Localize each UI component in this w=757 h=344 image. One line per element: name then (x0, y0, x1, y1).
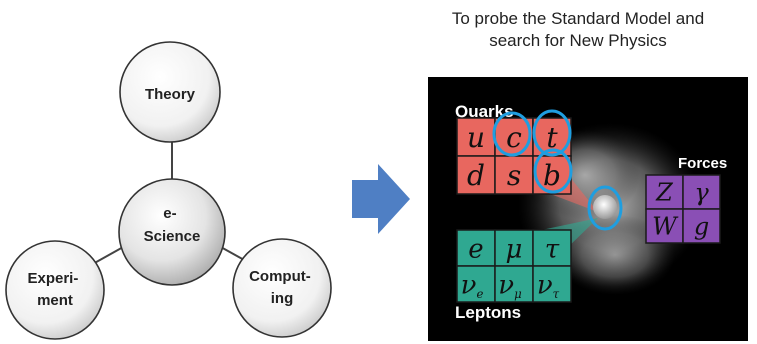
quark-d: d (456, 155, 496, 195)
force-4-symbol: g (694, 213, 709, 241)
caption-line-1: To probe the Standard Model and (451, 9, 705, 28)
lepton-1: e (456, 229, 496, 267)
highlight-ring-b (533, 148, 573, 194)
quark-d-symbol: d (467, 159, 485, 192)
force-4: g (682, 208, 721, 244)
lepton-1-symbol: e (468, 234, 483, 264)
leptons-label: Leptons (455, 303, 521, 322)
quark-s-symbol: s (507, 159, 521, 192)
node-experiment: Experi- ment (5, 240, 105, 340)
quark-b-symbol: b (543, 159, 561, 192)
quarks-label: Quarks (455, 102, 514, 121)
highlight-ring-c (492, 111, 532, 157)
force-2: γ (682, 174, 721, 210)
caption-line-2: search for New Physics (489, 31, 667, 50)
force-1: Z (645, 174, 684, 210)
node-theory-label: Theory (145, 86, 196, 103)
lepton-2: μ (494, 229, 534, 267)
neutrino-1: νe (456, 265, 496, 303)
collision-core (593, 195, 617, 219)
core-highlight-ring (587, 185, 623, 231)
quark-u-symbol: u (467, 121, 485, 154)
neutrino-3: ντ (532, 265, 572, 303)
force-3: W (645, 208, 684, 244)
escience-diagram: Theory e- Science Experi- ment Comput- i… (5, 41, 332, 340)
force-1-symbol: Z (655, 179, 674, 207)
quark-s: s (494, 155, 534, 195)
force-2-symbol: γ (694, 179, 709, 207)
lepton-3-symbol: τ (545, 234, 560, 264)
node-escience-label: e- Science (144, 205, 201, 245)
node-computing: Comput- ing (232, 238, 332, 338)
highlight-ring-t (532, 109, 572, 157)
arrow-icon (352, 164, 410, 234)
neutrino-2: νμ (494, 265, 534, 303)
quark-c-symbol: c (506, 121, 522, 154)
node-theory: Theory (119, 41, 221, 143)
force-3-symbol: W (652, 213, 679, 241)
quark-t-symbol: t (546, 121, 558, 154)
node-experiment-label: Experi- ment (27, 270, 82, 309)
caption: To probe the Standard Model and search f… (418, 8, 738, 52)
quark-u: u (456, 117, 496, 157)
node-computing-label: Comput- ing (249, 268, 315, 307)
node-escience: e- Science (118, 178, 226, 286)
lepton-2-symbol: μ (506, 234, 523, 264)
forces-label: Forces (678, 155, 727, 172)
lepton-3: τ (532, 229, 572, 267)
